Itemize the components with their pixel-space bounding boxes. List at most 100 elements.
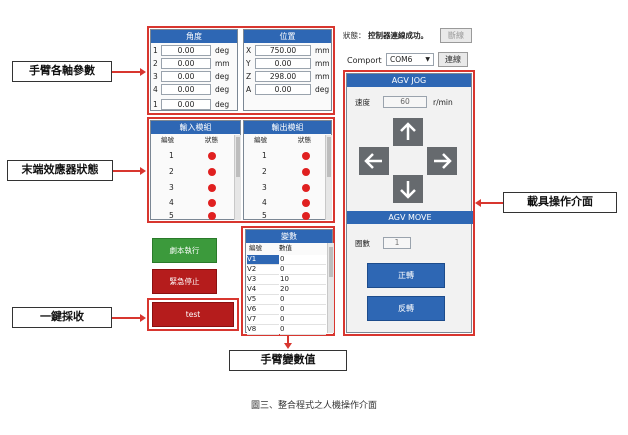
input-col-state: 狀態 (205, 136, 218, 144)
connector-arm-params (112, 71, 141, 73)
output-module-panel: 輸出模組 編號 狀態 1 2 3 4 5 (243, 120, 332, 220)
angle-row-1-value[interactable]: 0.00 (161, 45, 211, 56)
jog-up-button[interactable] (393, 118, 423, 146)
angle-extra-unit: deg (215, 100, 230, 109)
variables-col-value: 數值 (279, 244, 292, 252)
test-button[interactable]: test (152, 302, 234, 327)
variables-col-id: 編號 (249, 244, 262, 252)
variable-row-3-value[interactable]: 10 (280, 275, 326, 285)
variable-row-6-value[interactable]: 0 (280, 305, 326, 315)
agv-speed-input[interactable]: 60 (383, 96, 427, 108)
angle-extra-value[interactable]: 0.00 (161, 99, 211, 110)
connector-one-key (112, 317, 141, 319)
variable-row-7-name[interactable]: V7 (247, 315, 279, 325)
variable-row-8-value[interactable]: 0 (280, 325, 326, 335)
output-id-4: 4 (262, 198, 267, 207)
status-text: 控制器連線成功。 (368, 31, 428, 40)
angle-row-2-value[interactable]: 0.00 (161, 58, 211, 69)
agv-speed-unit: r/min (433, 98, 453, 107)
output-id-5: 5 (262, 211, 267, 220)
input-module-scrollbar[interactable] (234, 135, 241, 220)
position-row-a-axis: A (246, 85, 252, 94)
connector-vehicle-ui (481, 202, 503, 204)
angle-row-4-value[interactable]: 0.00 (161, 84, 211, 95)
output-state-2-indicator (302, 168, 310, 176)
output-module-scrollbar[interactable] (325, 135, 332, 220)
run-script-button[interactable]: 劇本執行 (152, 238, 217, 263)
position-row-z-unit: mm (315, 72, 330, 81)
position-row-a-value[interactable]: 0.00 (255, 84, 311, 95)
variables-header: 變數 (246, 230, 332, 243)
comport-select[interactable]: COM6 ▼ (386, 53, 434, 66)
arm-variables-frame (241, 226, 335, 336)
input-id-3: 3 (169, 183, 174, 192)
variable-row-2-value[interactable]: 0 (280, 265, 326, 275)
output-id-2: 2 (262, 167, 267, 176)
comport-value: COM6 (390, 55, 413, 64)
variables-scrollbar[interactable] (327, 243, 334, 333)
position-row-z-value[interactable]: 298.00 (255, 71, 311, 82)
agv-reverse-button[interactable]: 反轉 (367, 296, 445, 321)
angle-row-2-unit: mm (215, 59, 230, 68)
variable-row-6-name[interactable]: V6 (247, 305, 279, 315)
variable-row-5-name[interactable]: V5 (247, 295, 279, 305)
angle-row-3-unit: deg (215, 72, 230, 81)
connect-button[interactable]: 連線 (438, 52, 468, 67)
status-label: 狀態： (343, 31, 366, 40)
callout-vehicle-ui: 載具操作介面 (503, 192, 617, 213)
variable-row-3-name[interactable]: V3 (247, 275, 279, 285)
variable-row-2-name[interactable]: V2 (247, 265, 279, 275)
input-col-id: 編號 (161, 136, 174, 144)
position-row-x-unit: mm (315, 46, 330, 55)
variable-row-8-name[interactable]: V8 (247, 325, 279, 335)
output-state-4-indicator (302, 199, 310, 207)
output-state-1-indicator (302, 152, 310, 160)
variable-row-1-name[interactable]: V1 (247, 255, 279, 265)
output-module-header: 輸出模組 (244, 121, 331, 134)
arrow-right-icon (434, 153, 452, 169)
angle-row-3-value[interactable]: 0.00 (161, 71, 211, 82)
callout-one-key: 一鍵採收 (12, 307, 112, 328)
emergency-stop-button[interactable]: 緊急停止 (152, 269, 217, 294)
variables-list: V1 0 V2 0 V3 10 V4 20 V5 0 V6 0 V7 0 V8 … (247, 255, 327, 335)
agv-turns-input[interactable]: 1 (383, 237, 411, 249)
angle-header: 角度 (151, 30, 237, 43)
end-effector-frame (147, 117, 335, 223)
disconnect-button[interactable]: 斷線 (440, 28, 472, 43)
position-row-x-value[interactable]: 750.00 (255, 45, 311, 56)
input-state-3-indicator (208, 184, 216, 192)
jog-right-button[interactable] (427, 147, 457, 175)
position-row-y-value[interactable]: 0.00 (255, 58, 311, 69)
agv-speed-label: 速度 (355, 98, 370, 107)
variable-row-1-value[interactable]: 0 (280, 255, 326, 265)
vehicle-ui-frame (343, 70, 475, 336)
position-row-a-unit: deg (315, 85, 330, 94)
position-row-y-unit: mm (315, 59, 330, 68)
one-key-harvest-frame (147, 298, 239, 331)
variable-row-5-value[interactable]: 0 (280, 295, 326, 305)
variable-row-4-value[interactable]: 20 (280, 285, 326, 295)
jog-down-button[interactable] (393, 175, 423, 203)
input-id-4: 4 (169, 198, 174, 207)
agv-forward-button[interactable]: 正轉 (367, 263, 445, 288)
arrow-right-icon (140, 314, 146, 322)
jog-left-button[interactable] (359, 147, 389, 175)
input-module-header: 輸入模組 (151, 121, 240, 134)
output-state-3-indicator (302, 184, 310, 192)
angle-row-4-idx: 4 (153, 85, 158, 94)
input-state-5-indicator (208, 212, 216, 220)
output-id-3: 3 (262, 183, 267, 192)
variables-panel: 變數 編號 數值 V1 0 V2 0 V3 10 V4 20 V5 0 V6 0… (245, 229, 334, 335)
figure-caption: 圖三、整合程式之人機操作介面 (250, 401, 377, 411)
agv-panel: AGV JOG 速度 60 r/min AGV MOVE 圈數 1 正轉 反轉 (346, 73, 473, 333)
variable-row-4-name[interactable]: V4 (247, 285, 279, 295)
agv-jog-header: AGV JOG (347, 74, 471, 87)
output-col-id: 編號 (254, 136, 267, 144)
angle-extra-idx: 1 (153, 100, 158, 109)
position-row-x-axis: X (246, 46, 252, 55)
variable-row-7-value[interactable]: 0 (280, 315, 326, 325)
input-id-1: 1 (169, 151, 174, 160)
output-state-5-indicator (302, 212, 310, 220)
input-id-2: 2 (169, 167, 174, 176)
input-state-2-indicator (208, 168, 216, 176)
